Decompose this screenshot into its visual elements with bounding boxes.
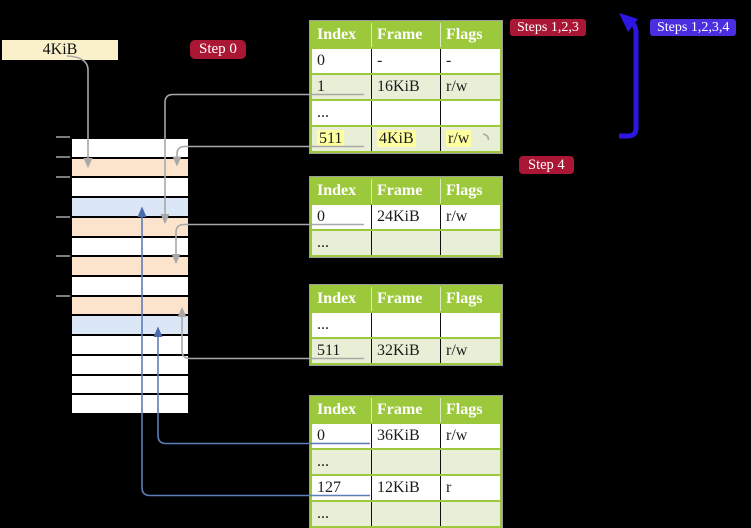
table-cell: r/w — [440, 203, 501, 230]
table-cell: ... — [311, 229, 372, 256]
column-header-flags: Flags — [440, 178, 501, 204]
column-header-flags: Flags — [440, 397, 501, 423]
badge-steps-1-2-3-4: Steps 1,2,3,4 — [650, 19, 737, 36]
table-row: ... — [311, 229, 501, 256]
big-blue-arrow — [619, 13, 639, 139]
column-header-index: Index — [311, 178, 372, 204]
badge-steps-1-2-3: Steps 1,2,3 — [510, 19, 586, 36]
table-cell: 36KiB — [371, 422, 441, 449]
table-cell: ... — [311, 99, 372, 126]
memory-row-page-table — [72, 294, 188, 315]
table-cell — [371, 500, 441, 527]
memory-row-free — [72, 139, 188, 157]
table-cell: 24KiB — [371, 203, 441, 230]
scale-tick — [56, 175, 70, 178]
scale-tick — [56, 255, 70, 257]
column-header-frame: Frame — [371, 397, 441, 423]
table-cell — [371, 448, 441, 475]
memory-row-free — [72, 353, 188, 374]
highlighted-value: r/w — [446, 130, 472, 147]
scale-tick — [56, 295, 70, 297]
table-row: 0-- — [311, 47, 501, 74]
table-cell — [371, 311, 441, 338]
table-cell: r/w — [440, 337, 501, 364]
memory-row-free — [72, 334, 188, 354]
table-cell: 127 — [311, 474, 372, 501]
table-row: ... — [311, 311, 501, 338]
column-header-index: Index — [311, 397, 372, 423]
scale-tick — [56, 136, 70, 138]
table-cell: r/w — [440, 422, 501, 449]
table-cell: ... — [311, 448, 372, 475]
column-header-flags: Flags — [440, 22, 501, 48]
table-row: ... — [311, 99, 501, 126]
column-header-flags: Flags — [440, 286, 501, 312]
table-cell: - — [371, 47, 441, 74]
table-cell: ... — [311, 311, 372, 338]
table-cell: 511 — [311, 125, 372, 152]
column-header-frame: Frame — [371, 178, 441, 204]
table-cell — [440, 229, 501, 256]
memory-row-page-table — [72, 156, 188, 177]
highlighted-value: 511 — [317, 130, 345, 147]
memory-row-free — [72, 176, 188, 197]
memory-row-mapped-frame — [72, 314, 188, 335]
table-cell — [440, 99, 501, 126]
memory-row-page-table — [72, 255, 188, 276]
memory-row-mapped-frame — [72, 196, 188, 216]
table-cell — [440, 448, 501, 475]
table-cell: r/w — [440, 125, 501, 152]
memory-row-free — [72, 393, 188, 414]
memory-row-free — [72, 275, 188, 295]
table-row: 511 4KiB r/w — [311, 125, 501, 152]
badge-step-0: Step 0 — [190, 40, 246, 59]
table-cell: ... — [311, 500, 372, 527]
table-cell: 1 — [311, 73, 372, 100]
table-cell: r/w — [440, 73, 501, 100]
table-cell: 511 — [311, 337, 372, 364]
table-cell: 0 — [311, 422, 372, 449]
highlighted-value: 4KiB — [377, 130, 416, 147]
badge-step-4: Step 4 — [519, 156, 574, 174]
table-cell: 4KiB — [371, 125, 441, 152]
table-cell: 16KiB — [371, 73, 441, 100]
table-cell — [371, 229, 441, 256]
table-row: ... — [311, 500, 501, 527]
column-header-frame: Frame — [371, 286, 441, 312]
table-cell: 32KiB — [371, 337, 441, 364]
column-header-index: Index — [311, 286, 372, 312]
table-cell — [371, 99, 441, 126]
table-cell: 12KiB — [371, 474, 441, 501]
table-cell: 0 — [311, 47, 372, 74]
table-cell — [440, 500, 501, 527]
memory-row-page-table — [72, 215, 188, 236]
scale-tick — [56, 156, 70, 158]
table-cell: 0 — [311, 203, 372, 230]
memory-row-free — [72, 235, 188, 256]
table-cell: r — [440, 474, 501, 501]
physical-memory-strip — [70, 137, 190, 415]
table-cell: - — [440, 47, 501, 74]
column-header-frame: Frame — [371, 22, 441, 48]
scale-tick — [56, 215, 70, 218]
table-cell — [440, 311, 501, 338]
frame-size-label: 4KiB — [2, 40, 118, 60]
memory-row-free — [72, 373, 188, 394]
column-header-index: Index — [311, 22, 372, 48]
table-row: ... — [311, 448, 501, 475]
